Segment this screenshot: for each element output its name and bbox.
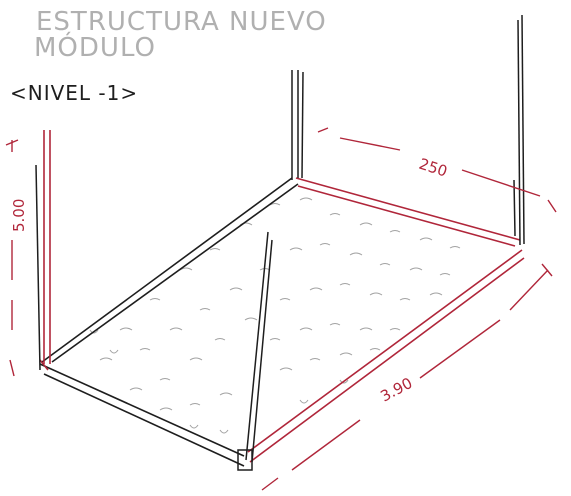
posts xyxy=(35,14,525,471)
left-red-posts xyxy=(43,130,51,364)
height-label: 5.00 xyxy=(10,199,28,232)
width-dimension xyxy=(317,127,557,213)
level-label: <NIVEL -1> xyxy=(10,81,138,105)
length-label: 3.90 xyxy=(377,374,415,406)
width-label: 250 xyxy=(417,155,450,181)
slab-edges-red xyxy=(39,177,525,463)
height-dimension xyxy=(5,139,19,377)
title-line-2: MÓDULO xyxy=(34,31,156,63)
length-dimension xyxy=(261,263,553,491)
title-line-1: ESTRUCTURA NUEVO xyxy=(36,7,327,37)
slab-edges xyxy=(39,177,299,467)
gravel-texture xyxy=(89,197,461,434)
